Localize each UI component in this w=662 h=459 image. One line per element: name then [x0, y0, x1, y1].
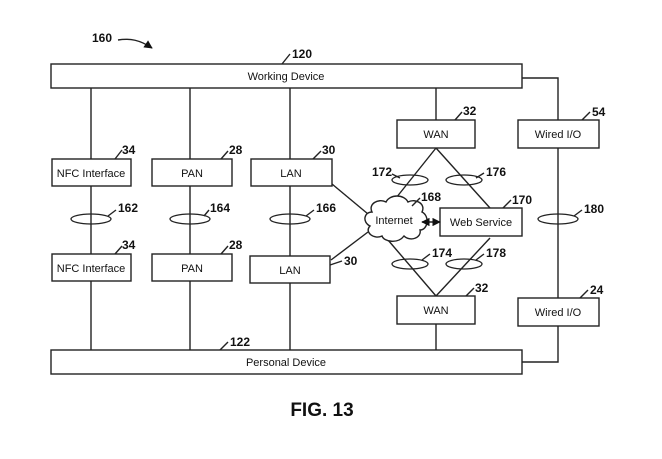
nfc-interface-top-label: NFC Interface	[57, 168, 125, 180]
wan-bottom-left-link-ellipse	[392, 259, 428, 269]
lan-top-ref: 30	[322, 143, 336, 157]
nfc-interface-top-leader	[115, 150, 122, 159]
working-device-leader	[282, 54, 290, 64]
wan-bottom-right-link-ref: 178	[486, 246, 506, 260]
pan-link-ref: 164	[210, 201, 230, 215]
nfc-interface-bottom-leader	[115, 246, 122, 254]
personal-device-ref: 122	[230, 335, 250, 349]
nfc-link-ref: 162	[118, 201, 138, 215]
lan-bottom-label: LAN	[279, 265, 300, 277]
nfc-interface-bottom-ref: 34	[122, 238, 136, 252]
wan-bottom-label: WAN	[423, 305, 448, 317]
personal-device-leader	[220, 342, 228, 350]
figure-caption: FIG. 13	[290, 400, 353, 421]
lan-link-ref: 166	[316, 201, 336, 215]
wan-bottom-right-link-ellipse	[446, 259, 482, 269]
internet-ref: 168	[421, 190, 441, 204]
wired-io-bottom-label: Wired I/O	[535, 307, 582, 319]
working-device-ref: 120	[292, 47, 312, 61]
wan-top-ref: 32	[463, 104, 477, 118]
figure-ref-160: 160	[92, 31, 112, 45]
lan-bottom-ref: 30	[344, 254, 358, 268]
internet-label: Internet	[375, 215, 412, 227]
wan-bottom-left-link-ref: 174	[432, 246, 452, 260]
wan-bottom-ref: 32	[475, 281, 489, 295]
pan-bottom-ref: 28	[229, 238, 243, 252]
wired-io-bottom-leader	[580, 290, 588, 298]
nfc-link-leader	[108, 210, 116, 216]
web-service-leader	[503, 200, 511, 208]
lan-top-label: LAN	[280, 168, 301, 180]
pan-link-leader	[204, 210, 209, 216]
wan-top-right-link-ref: 176	[486, 165, 506, 179]
wan-bottom-left-link-leader	[422, 254, 430, 260]
wan-bottom-right-link-leader	[476, 254, 484, 260]
lan-link-leader	[306, 210, 314, 216]
figure-ref-arrow	[118, 39, 152, 48]
wired-io-top-leader	[582, 112, 590, 120]
pan-bottom-label: PAN	[181, 263, 203, 275]
lan-top-leader	[313, 151, 321, 159]
personal-device-label: Personal Device	[246, 357, 326, 369]
wan-top-leader	[455, 112, 462, 120]
pan-bottom-leader	[221, 246, 228, 254]
wired-io-top-ref: 54	[592, 105, 606, 119]
wired-io-top-label: Wired I/O	[535, 129, 582, 141]
wired-link-leader	[574, 210, 582, 216]
lan-bottom-leader	[330, 261, 342, 265]
wired-io-bottom-ref: 24	[590, 283, 604, 297]
nfc-interface-top-ref: 34	[122, 143, 136, 157]
wan-top-left-link-ref: 172	[372, 165, 392, 179]
web-service-label: Web Service	[450, 217, 512, 229]
wired-link-ref: 180	[584, 202, 604, 216]
pan-top-label: PAN	[181, 168, 203, 180]
wan-top-label: WAN	[423, 129, 448, 141]
wan-bottom-leader	[466, 288, 474, 296]
working-device-label: Working Device	[248, 71, 325, 83]
pan-top-leader	[221, 151, 228, 159]
nfc-interface-bottom-label: NFC Interface	[57, 263, 125, 275]
pan-top-ref: 28	[229, 143, 243, 157]
web-service-ref: 170	[512, 193, 532, 207]
